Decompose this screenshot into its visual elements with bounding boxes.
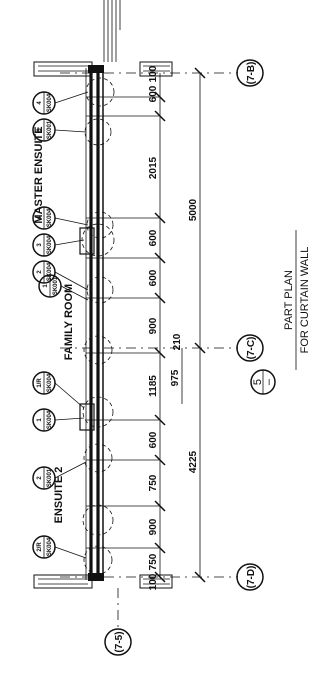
seg-dim-210: 210 [172,333,183,350]
overall-dim-lines [181,67,206,583]
curtain-wall [79,65,104,581]
seg-dim-600-c: 600 [148,431,159,448]
svg-text:3: 3 [37,243,43,247]
grid-label-7d: (7-D) [246,566,257,589]
svg-text:SK001: SK001 [47,468,53,487]
seg-dim-900-b: 900 [148,518,159,535]
svg-text:SK004: SK004 [47,373,53,392]
svg-text:2: 2 [37,476,43,480]
detail-tag: 2 SK001 [32,461,87,490]
room-label-master-ensuite: MASTER ENSUITE [33,126,45,223]
wall-hatch-top [33,61,173,77]
detail-tag: 1 SK004 [32,408,85,432]
seg-dim-600-b: 600 [148,269,159,286]
svg-text:1/R: 1/R [37,378,43,388]
svg-text:SK004: SK004 [47,410,53,429]
svg-text:4: 4 [37,216,43,220]
seg-dim-100-bottom: 100 [148,573,159,590]
detail-tag: 2 SK004 [32,260,89,291]
detail-tag: 1/R SK004 [32,371,85,409]
svg-text:3: 3 [37,128,43,132]
detail-tag: 3 SK004 [32,233,85,257]
detail-tag: 2/R SK004 [32,535,87,559]
grid-bubble-7d: (7-D) [236,563,264,591]
dim-4225: 4225 [188,450,199,473]
svg-text:SK001: SK001 [53,276,59,295]
grid-label-7b: (7-B) [246,62,257,85]
svg-text:SK001: SK001 [47,120,53,139]
detail-tag: 3 SK001 [32,118,87,142]
room-label-ensuite-2: ENSUITE 2 [53,467,65,524]
svg-text:SK004: SK004 [47,208,53,227]
seg-dim-1185: 1185 [148,375,159,397]
dim-5000: 5000 [188,198,199,221]
seg-dim-750-b: 750 [148,553,159,570]
detail-circles [81,77,115,575]
svg-text:1: 1 [37,418,43,422]
detail-tag: 4 SK004 [32,206,89,230]
seg-dim-600-a: 600 [148,229,159,246]
svg-text:SK004: SK004 [47,537,53,556]
grid-bubble-7b: (7-B) [236,59,264,87]
title-sheet: – [263,378,275,385]
grid-label-7c: (7-C) [246,337,257,360]
title-number: 5 [252,379,264,385]
seg-dim-900-a: 900 [148,317,159,334]
svg-text:SK004: SK004 [47,262,53,281]
seg-dim-750-a: 750 [148,474,159,491]
top-wall [103,0,121,62]
segment-dim-line [154,73,166,583]
grid-lines [60,72,238,628]
svg-text:SK004: SK004 [47,93,53,112]
svg-text:2/R: 2/R [37,542,43,552]
grid-bubble-7c: (7-C) [236,334,264,362]
title-block: 5 – PART PLAN FOR CURTAIN WALL [250,230,311,395]
svg-text:1: 1 [43,284,49,288]
seg-dim-975: 975 [170,369,181,386]
svg-text:2: 2 [37,270,43,274]
mullion-ticks [86,96,160,549]
seg-dim-2015: 2015 [148,156,159,179]
detail-tag: 4 SK004 [32,91,89,115]
room-label-family-room: FAMILY ROOM [63,284,75,360]
title-line-2: FOR CURTAIN WALL [299,247,311,354]
svg-text:4: 4 [37,101,43,105]
seg-dim-100-top: 100 [148,65,159,82]
grid-bubble-7-5: (7-5) [104,628,132,656]
seg-dim-600-top: 600 [148,85,159,102]
wall-hatch-bottom [33,574,173,589]
grid-label-7-5: (7-5) [114,631,125,652]
svg-text:SK004: SK004 [47,235,53,254]
detail-tag: 1 SK001 [38,274,89,301]
title-line-1: PART PLAN [283,270,295,330]
